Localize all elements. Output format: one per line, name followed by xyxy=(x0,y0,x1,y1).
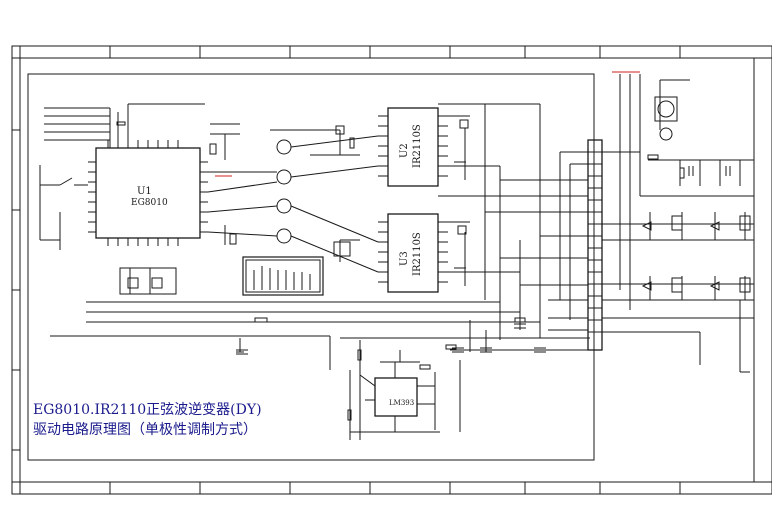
power-stage xyxy=(602,74,754,373)
u1-pins xyxy=(88,140,208,246)
config-block xyxy=(44,103,205,148)
u3-chip-body xyxy=(387,213,439,293)
outer-frame xyxy=(11,45,772,495)
fan-symbol xyxy=(654,96,678,122)
inner-frame xyxy=(27,73,595,461)
connector-pins xyxy=(588,151,602,333)
mosfets xyxy=(641,215,751,293)
u1-ref-label: U1 xyxy=(137,186,152,197)
u2-u3-pins xyxy=(378,115,448,283)
u3-ref-label: U3 xyxy=(399,251,410,266)
capacitors xyxy=(236,161,731,355)
signal-buses xyxy=(50,103,590,370)
u1-part-label: EG8010 xyxy=(131,198,168,208)
u2-chip-body xyxy=(387,107,439,187)
lcd-connector xyxy=(242,256,324,296)
lm393-chip-body xyxy=(374,377,418,417)
schematic-subtitle: 驱动电路原理图（单极性调制方式） xyxy=(33,422,257,438)
u2-ref-label: U2 xyxy=(399,143,410,158)
comparator-wiring xyxy=(236,320,487,440)
output-connector xyxy=(587,139,603,351)
passives xyxy=(116,119,685,421)
schematic-title: EG8010.IR2110正弦波逆变器(DY) xyxy=(33,402,262,418)
u2-part-label: IR2110S xyxy=(412,124,423,168)
u3-part-label: IR2110S xyxy=(412,232,423,276)
lm393-part-label: LM393 xyxy=(389,399,414,407)
zone-ticks xyxy=(12,46,681,494)
left-switch xyxy=(39,165,88,250)
